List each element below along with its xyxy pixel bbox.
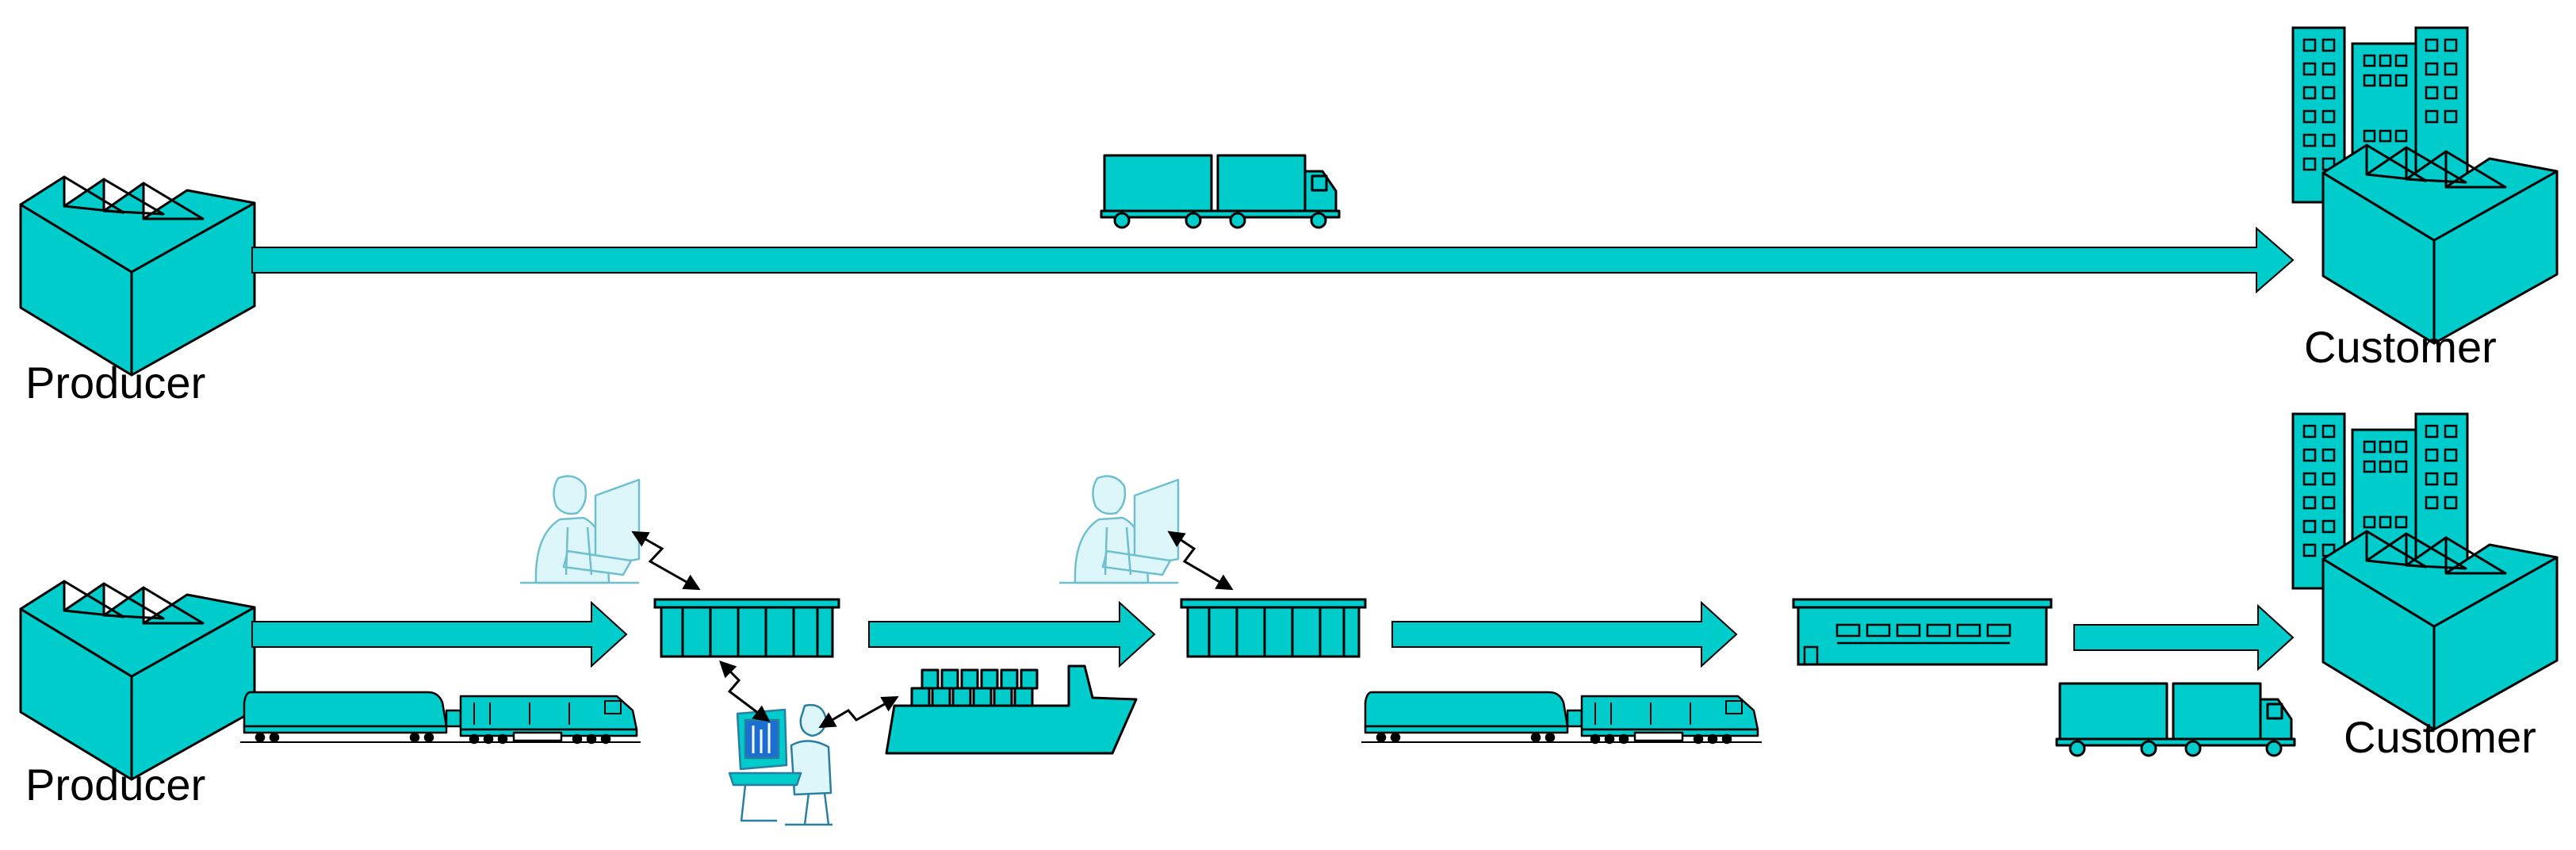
- top-producer-label: Producer: [25, 358, 206, 408]
- truck-icon: [1100, 154, 1341, 229]
- factory-icon: [19, 580, 256, 781]
- train-icon: [1360, 691, 1763, 745]
- flow-arrow-3: [1391, 600, 1738, 668]
- flow-arrow-1: [251, 600, 628, 668]
- double-arrow-icon: [631, 530, 1234, 729]
- truck-icon: [2055, 682, 2296, 757]
- ship-icon: [885, 664, 1138, 755]
- flow-arrow-4: [2073, 603, 2295, 672]
- depot-icon: [1180, 598, 1367, 658]
- direct-flow-arrow: [251, 226, 2295, 294]
- office-worker-icon: [1058, 475, 1180, 584]
- computer-operator-icon: [728, 703, 834, 826]
- bottom-customer-label: Customer: [2344, 712, 2536, 762]
- warehouse-icon: [1792, 598, 2053, 666]
- bottom-producer-label: Producer: [25, 760, 206, 810]
- train-icon: [239, 691, 642, 745]
- depot-icon: [653, 598, 840, 658]
- factory-icon: [2321, 530, 2559, 731]
- top-customer-label: Customer: [2304, 322, 2497, 372]
- factory-icon: [19, 175, 256, 377]
- factory-icon: [2321, 144, 2559, 345]
- flow-arrow-2: [868, 600, 1156, 668]
- office-worker-icon: [519, 475, 641, 584]
